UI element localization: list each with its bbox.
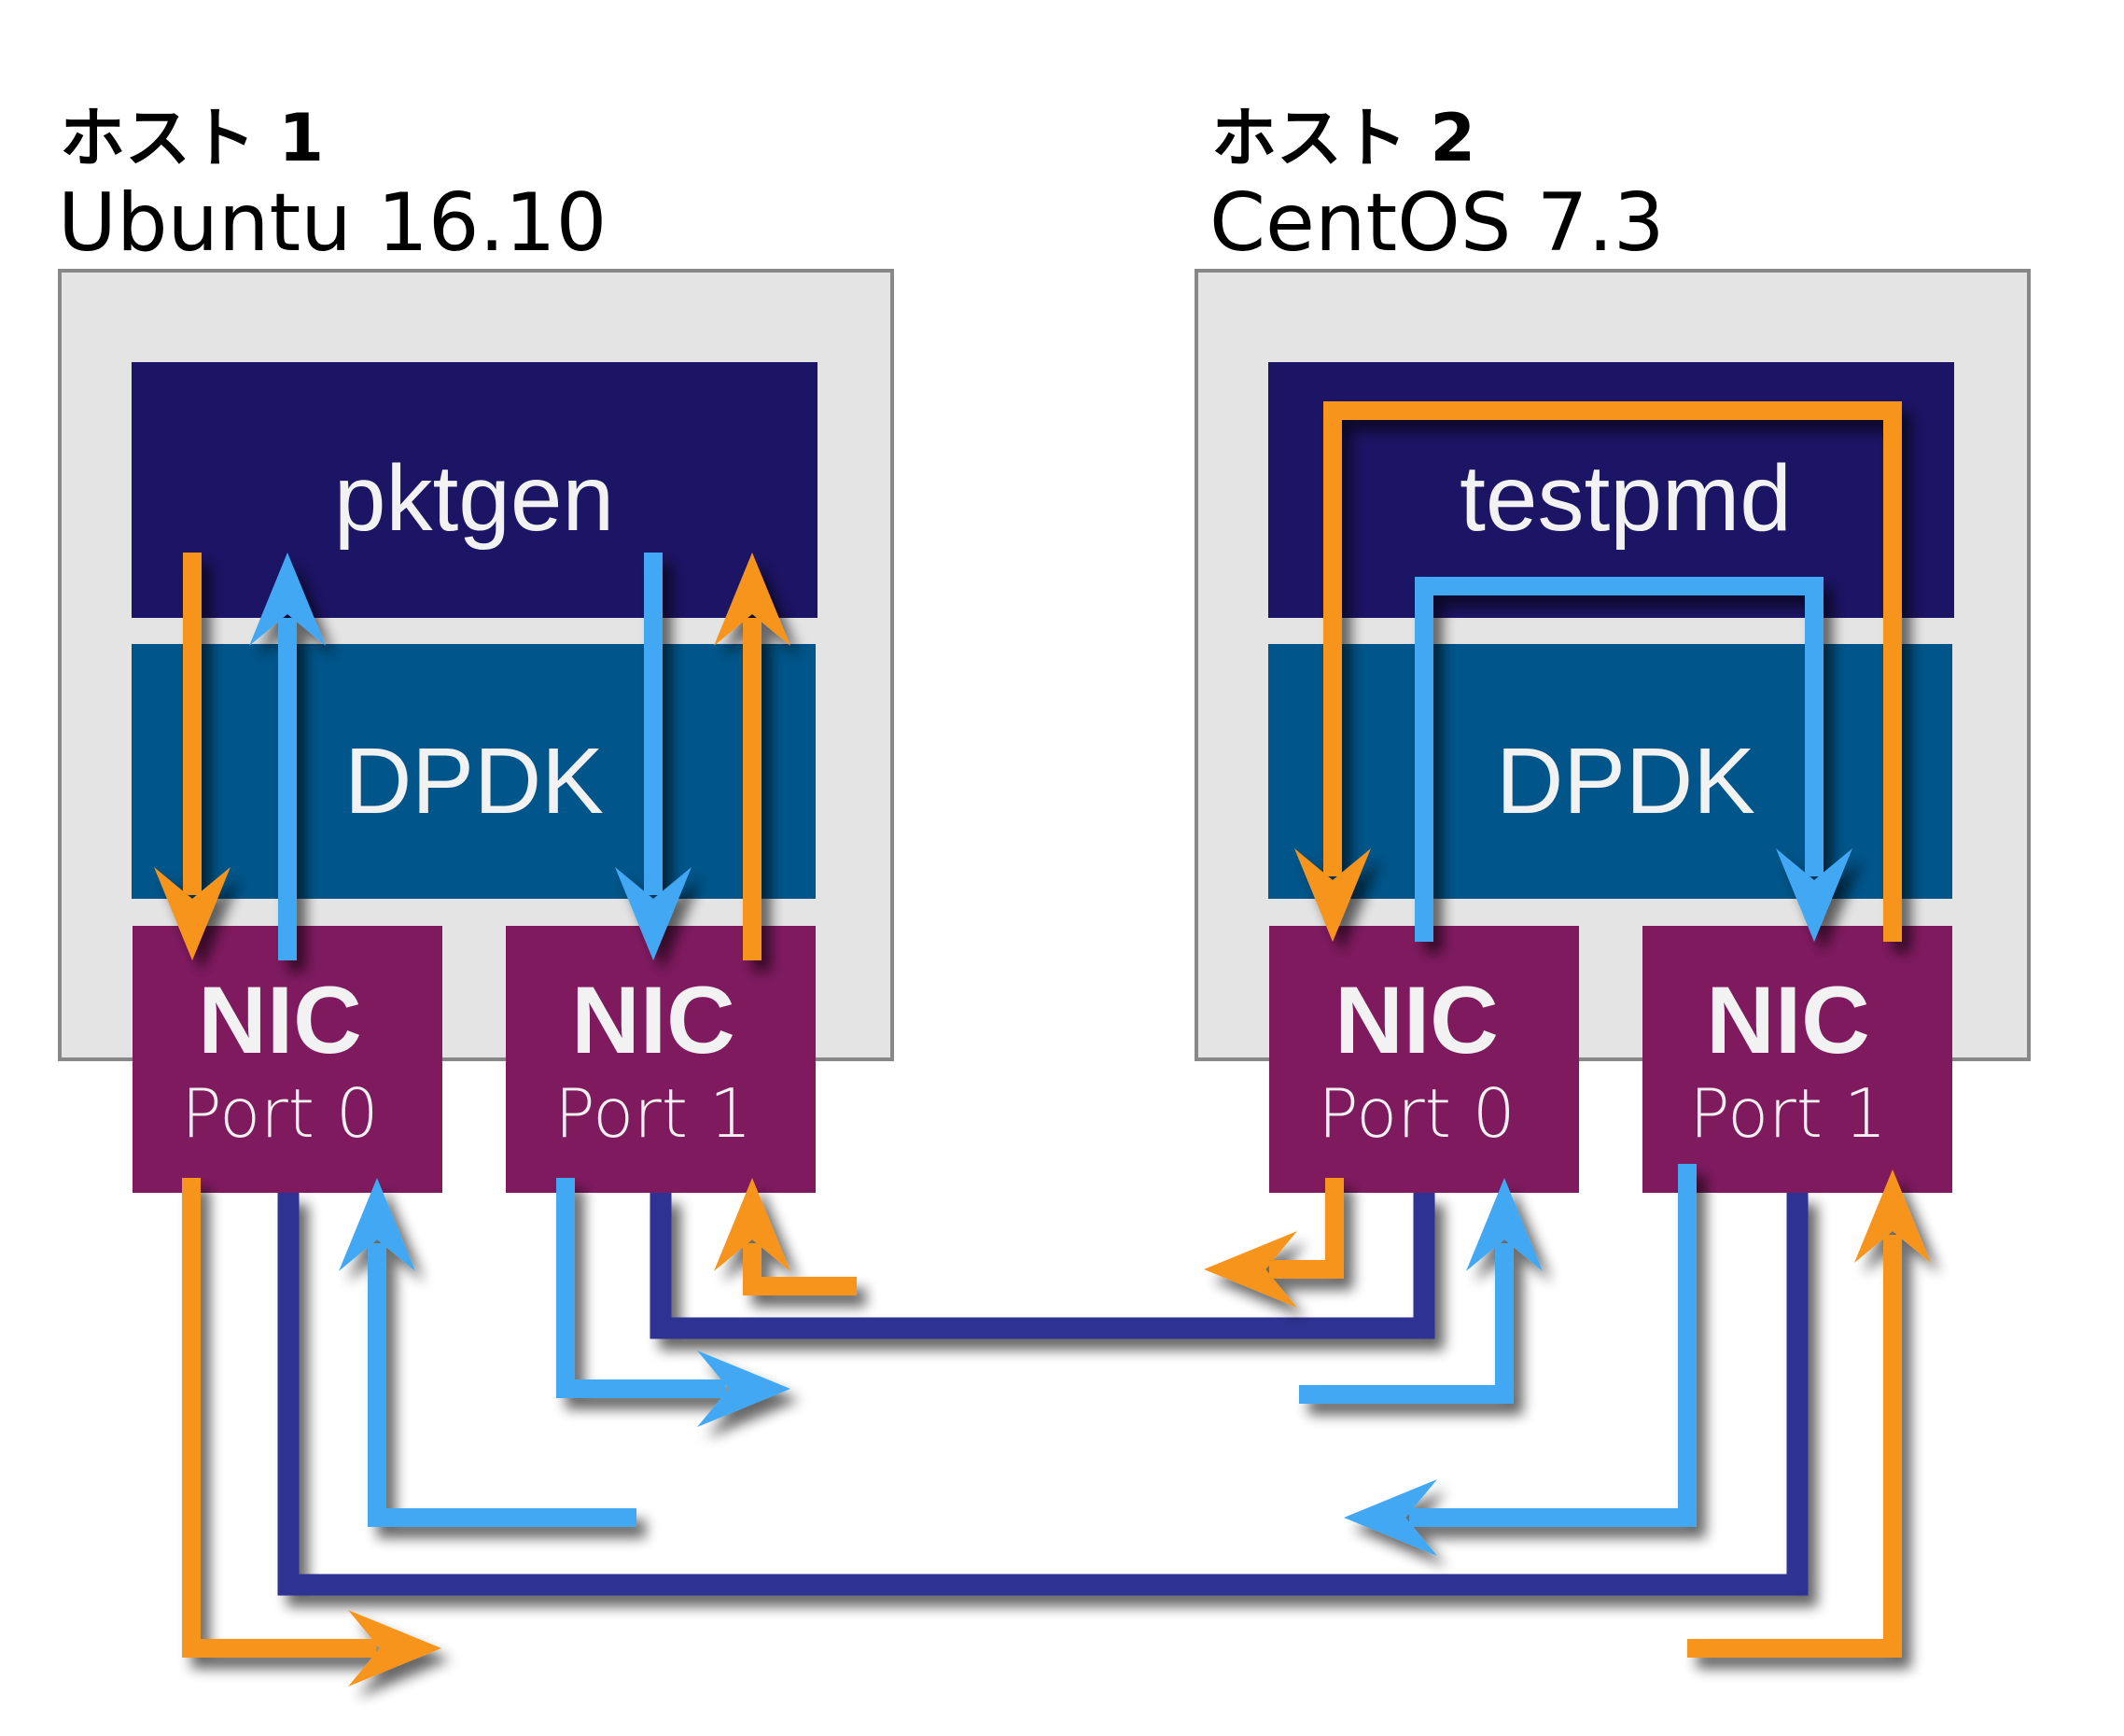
host-1-dpdk-label: DPDK (344, 729, 604, 833)
pktgen-port1-tx-arrowhead-icon (615, 867, 692, 960)
host-1-dpdk-layer (132, 644, 816, 899)
h2p1-rx-in-line (1687, 1235, 1902, 1658)
host-1-app-layer (132, 362, 817, 618)
host-2-dpdk-label: DPDK (1496, 729, 1755, 833)
port0-to-pktgen-rx (249, 553, 326, 960)
h2p1-tx-out-arrowhead-icon (1344, 1479, 1437, 1556)
host-2-nic-port-1-box (1642, 926, 1952, 1193)
host-1-nic-port-0-port: Port 0 (181, 1074, 378, 1153)
testpmd-forward-blue-line (1415, 577, 1824, 942)
h2p1-rx-in (1687, 1169, 1931, 1658)
h2p0-rx-in-line (1299, 1243, 1514, 1404)
h2p1-tx-out (1344, 1164, 1697, 1556)
h1p0-rx-in-line (368, 1243, 636, 1527)
port0-to-pktgen-rx-arrowhead-icon (249, 553, 326, 646)
host-1-app-label: pktgen (334, 446, 614, 551)
pktgen-port0-tx-arrowhead-icon (154, 867, 231, 960)
host-1-nic-port-0-box (133, 926, 442, 1193)
h1p1-tx-out-line (556, 1178, 725, 1398)
cable-h1p1-h2p0-line (650, 1193, 1435, 1339)
host-1-os: Ubuntu 16.10 (58, 176, 607, 270)
host-2-nic-port-1-port: Port 1 (1689, 1074, 1886, 1153)
host-2-nic-port-0-box (1269, 926, 1579, 1193)
h1p1-rx-in (714, 1178, 857, 1295)
h1p0-tx-out-line (182, 1178, 376, 1658)
host-2-nic-port-0-label: NIC (1334, 967, 1499, 1073)
h2p0-tx-out-arrowhead-icon (1204, 1231, 1297, 1308)
host-2-nic-port-1-label: NIC (1706, 967, 1870, 1073)
testpmd-forward-orange-arrowhead-icon (1294, 848, 1371, 942)
port1-to-pktgen-rx (714, 553, 790, 960)
pktgen-port0-tx (154, 553, 231, 960)
host-2: ホスト 2 CentOS 7.3 testpmd DPDK NIC Port 0… (1195, 100, 2031, 1193)
host-2-os: CentOS 7.3 (1209, 176, 1665, 270)
cable-h1p0-h2p1 (277, 1193, 1809, 1596)
host-1-nic-port-1-label: NIC (571, 967, 735, 1073)
h1p1-tx-out-arrowhead-icon (697, 1351, 790, 1427)
h1p0-tx-out (182, 1178, 441, 1687)
h2p1-tx-out-line (1409, 1164, 1697, 1527)
testpmd-forward-blue-arrowhead-icon (1776, 848, 1852, 942)
h1p0-rx-in-arrowhead-icon (339, 1178, 415, 1271)
host-1-nic-port-0: NIC Port 0 (133, 926, 442, 1193)
host-1-nic-port-0-label: NIC (198, 967, 362, 1073)
host-1-title: ホスト 1 (60, 100, 324, 176)
host-1-nic-port-1-port: Port 1 (554, 1074, 751, 1153)
h2p0-tx-out-line (1269, 1178, 1344, 1279)
host-1-nic-port-1-box (506, 926, 816, 1193)
h1p1-rx-in-line (743, 1243, 857, 1295)
h2p0-rx-in-arrowhead-icon (1466, 1178, 1543, 1271)
host-2-nic-port-0: NIC Port 0 (1269, 926, 1579, 1193)
host-1-nic-port-1: NIC Port 1 (506, 926, 816, 1193)
host-2-nic-port-1: NIC Port 1 (1642, 926, 1952, 1193)
h1p1-tx-out (556, 1178, 790, 1427)
host-2-app-label: testpmd (1460, 446, 1792, 551)
host-2-title: ホスト 2 (1211, 100, 1475, 176)
h1p1-rx-in-arrowhead-icon (714, 1178, 790, 1271)
h1p0-tx-out-arrowhead-icon (348, 1610, 441, 1687)
h1p0-rx-in (339, 1178, 636, 1527)
flow-arrows (154, 401, 1931, 1687)
port1-to-pktgen-rx-arrowhead-icon (714, 553, 790, 646)
h2p0-tx-out (1204, 1178, 1344, 1308)
host-2-dpdk-layer (1268, 644, 1952, 899)
testpmd-forward-orange-line (1323, 401, 1902, 942)
pktgen-port1-tx (615, 553, 692, 960)
cable-h1p1-h2p0 (650, 1193, 1435, 1339)
h2p0-rx-in (1299, 1178, 1543, 1404)
testpmd-forward-blue (1415, 577, 1852, 942)
cable-h1p0-h2p1-line (277, 1193, 1809, 1596)
h2p1-rx-in-arrowhead-icon (1854, 1169, 1931, 1263)
host-2-nic-port-0-port: Port 0 (1318, 1074, 1515, 1153)
testpmd-forward-orange (1294, 401, 1902, 942)
